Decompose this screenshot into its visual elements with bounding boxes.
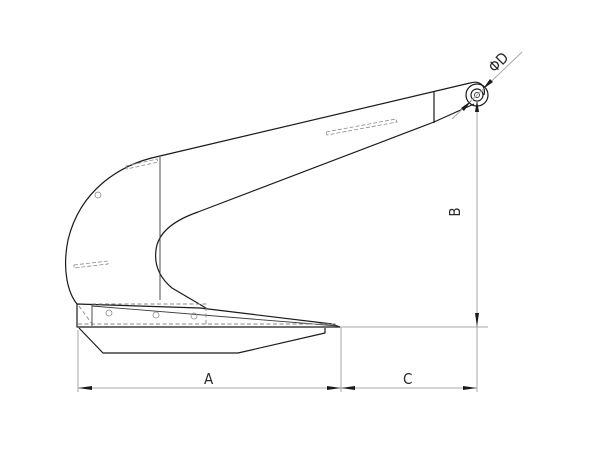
dimension-a-label: A <box>204 370 214 388</box>
crown-slot-side <box>73 260 109 269</box>
hidden-details <box>73 118 398 269</box>
shank-slot <box>325 118 398 136</box>
dimension-d: ΦD <box>451 49 523 120</box>
anchor-shank <box>65 81 485 309</box>
dimension-c: C <box>341 370 477 390</box>
fluke-hole-1 <box>105 309 113 317</box>
dimension-b-label: B <box>446 207 464 216</box>
anchor-fluke <box>76 303 341 354</box>
dimension-c-label: C <box>403 370 412 388</box>
dimension-lines: A C B ΦD <box>77 49 523 392</box>
crown-slot-top <box>125 158 159 170</box>
dimension-b: B <box>446 100 479 327</box>
fluke-hole-3 <box>190 312 198 320</box>
fluke-hole-2 <box>152 311 160 319</box>
crown-hole <box>94 191 102 199</box>
dimension-a: A <box>78 370 341 390</box>
dimension-d-label: ΦD <box>485 49 513 77</box>
